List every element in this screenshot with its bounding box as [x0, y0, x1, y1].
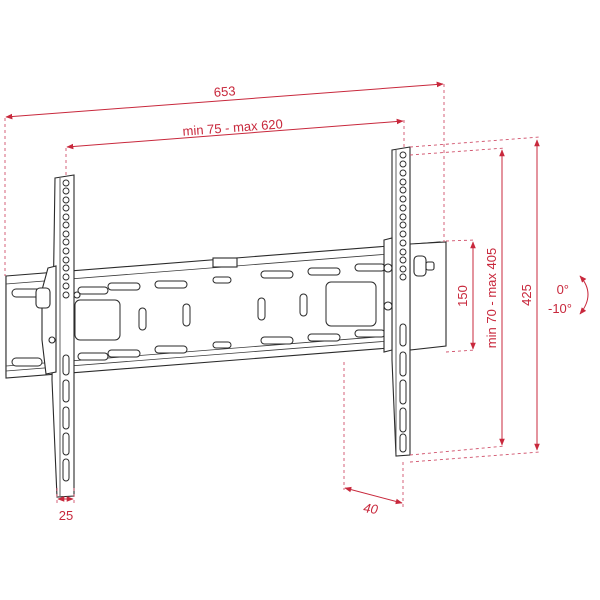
slots-vertical — [138, 293, 308, 331]
dim-wall-distance: 40 — [343, 362, 404, 517]
label-arm-width: 25 — [59, 508, 73, 523]
tilt-arc-arrow-icon — [579, 275, 589, 315]
right-arm-holes — [399, 151, 407, 281]
dim-tilt-angle: 0° -10° — [548, 275, 589, 316]
dim-arm-width: 25 — [56, 488, 75, 523]
tilt-knob-right — [413, 255, 427, 277]
dim-plate-height: 150 — [445, 239, 476, 353]
label-total-width: 653 — [213, 83, 236, 100]
label-plate-height: 150 — [455, 285, 470, 307]
dim-vesa-vertical: min 70 - max 405 — [409, 147, 506, 456]
dim-arm-height: 425 — [409, 136, 541, 463]
right-arm — [383, 146, 435, 457]
label-vesa-vertical: min 70 - max 405 — [484, 248, 499, 348]
left-arm — [35, 174, 81, 498]
left-arm-holes — [62, 179, 70, 299]
label-tilt-top: 0° — [557, 282, 569, 297]
dim-vesa-horizontal: min 75 - max 620 — [65, 116, 405, 178]
label-arm-height: 425 — [519, 284, 534, 306]
dim-total-width: 653 — [4, 81, 445, 276]
label-vesa-horizontal: min 75 - max 620 — [182, 116, 283, 138]
label-tilt-bottom: -10° — [548, 301, 572, 316]
slots-bottom-row — [11, 329, 386, 367]
slots-top-row — [11, 263, 386, 298]
wall-plate — [5, 241, 447, 379]
tilt-knob-left — [35, 287, 51, 309]
label-wall-distance: 40 — [362, 500, 379, 517]
